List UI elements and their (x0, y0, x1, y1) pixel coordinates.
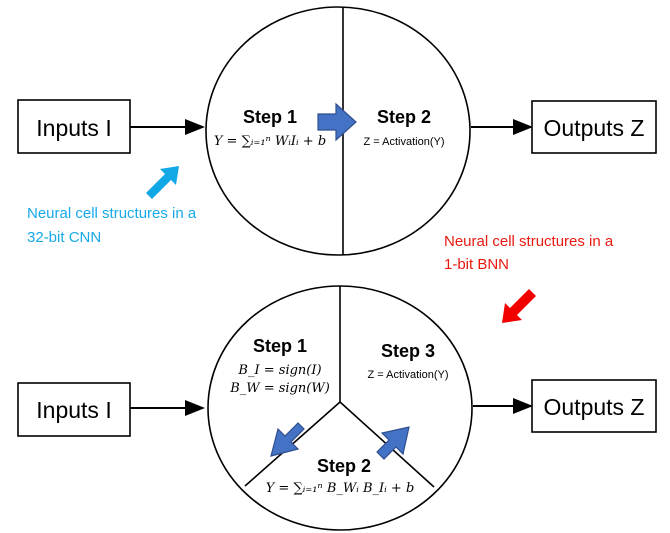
top-step-arrow (317, 102, 357, 142)
top-inputs-label: Inputs I (36, 115, 111, 141)
top-outputs-box (531, 100, 657, 154)
top-step1-title: Step 1 (243, 107, 297, 127)
bottom-step1-formula-a: B_I = sign(I) (237, 363, 321, 378)
top-outputs-label: Outputs Z (544, 115, 645, 141)
bottom-step3-title: Step 3 (381, 341, 435, 361)
top-note-line1: Neural cell structures in a (27, 205, 197, 222)
bottom-step-arrow-2 (376, 426, 410, 460)
cyan-pointer-arrow (146, 166, 179, 199)
bottom-step2-title: Step 2 (317, 456, 371, 476)
bottom-step-arrow-1 (270, 422, 305, 457)
red-pointer-arrow (502, 289, 536, 323)
bottom-step1-title: Step 1 (253, 336, 307, 356)
bottom-inputs-label: Inputs I (36, 397, 111, 423)
bottom-outputs-box (531, 379, 657, 433)
bottom-inputs-box (17, 382, 131, 437)
bottom-step3-formula: Z = Activation(Y) (367, 369, 448, 381)
bottom-note-line1: Neural cell structures in a (444, 233, 614, 250)
top-inputs-box (17, 99, 131, 154)
top-step1-formula: Y = ∑ᵢ₌₁ⁿ WᵢIᵢ + b (214, 134, 326, 149)
bottom-step2-formula: Y = ∑ᵢ₌₁ⁿ B_Wᵢ B_Iᵢ + b (266, 481, 415, 496)
top-note-line2: 32-bit CNN (27, 229, 101, 246)
bottom-note-line2: 1-bit BNN (444, 256, 509, 273)
bottom-outputs-label: Outputs Z (544, 394, 645, 420)
bottom-step1-formula-b: B_W = sign(W) (229, 381, 330, 396)
top-step2-title: Step 2 (377, 107, 431, 127)
top-step2-formula: Z = Activation(Y) (363, 136, 444, 148)
